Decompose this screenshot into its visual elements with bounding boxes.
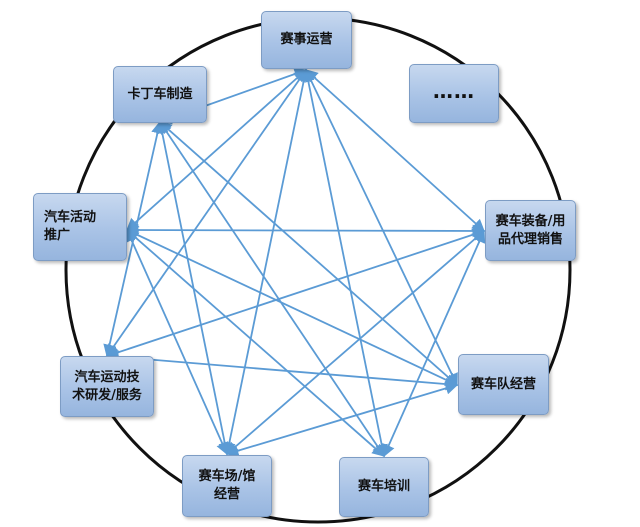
node-venue-operation: 赛车场/馆 经营 xyxy=(182,455,272,517)
node-more: …… xyxy=(409,64,499,123)
node-motorsport-tech: 汽车运动技 术研发/服务 xyxy=(60,356,154,417)
node-kart-manufacturing: 卡丁车制造 xyxy=(113,66,207,123)
edge-motorsport-promotion-to-venue-operation xyxy=(125,228,229,456)
edge-venue-operation-to-team-operation xyxy=(225,382,459,457)
node-team-operation: 赛车队经营 xyxy=(458,354,549,415)
edge-racing-training-to-equipment-agency xyxy=(382,229,486,458)
edge-motorsport-promotion-to-equipment-agency xyxy=(125,223,486,238)
node-event-operation: 赛事运营 xyxy=(261,11,352,69)
node-motorsport-promotion: 汽车活动 推广 xyxy=(33,193,127,261)
edge-motorsport-tech-to-equipment-agency xyxy=(105,228,486,359)
node-racing-training: 赛车培训 xyxy=(339,457,429,517)
edge-layer xyxy=(103,67,486,458)
node-equipment-agency: 赛车装备/用 品代理销售 xyxy=(485,200,576,261)
